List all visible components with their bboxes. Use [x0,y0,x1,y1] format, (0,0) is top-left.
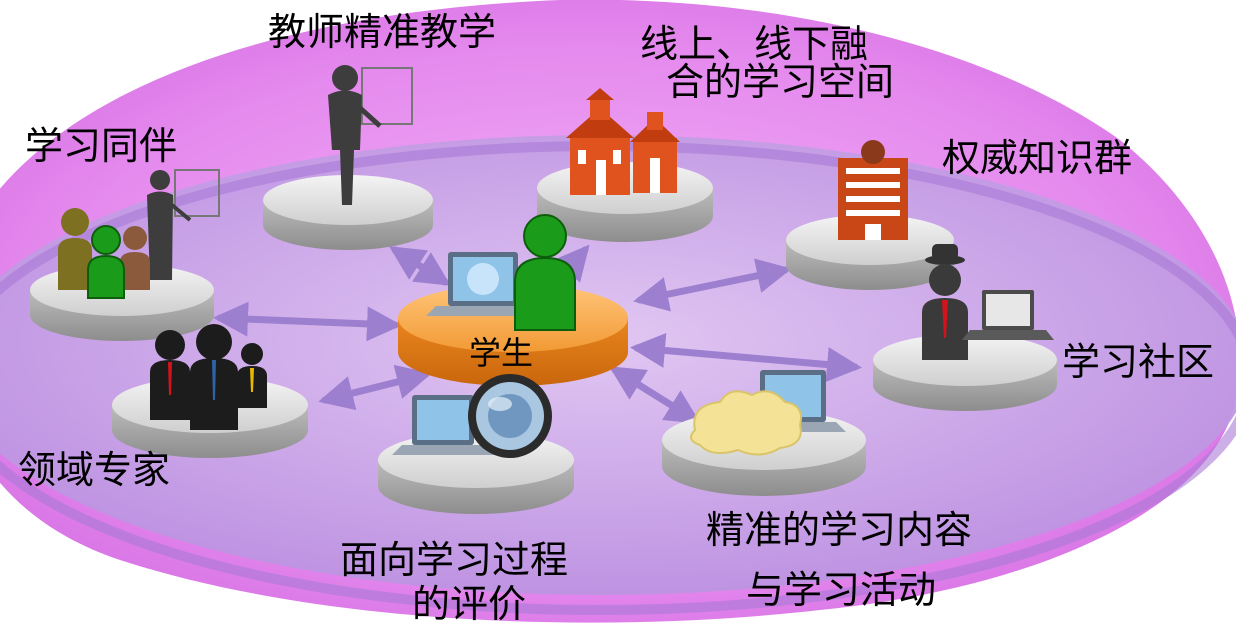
teacher-icon [328,65,413,205]
space-label-line1: 线上、线下融 [640,22,869,66]
peers-label: 学习同伴 [25,124,178,168]
teacher-label: 教师精准教学 [268,10,497,54]
content-label-line2: 与学习活动 [746,568,937,612]
student-icon [514,214,576,331]
center-laptop-icon [426,252,540,316]
content-label-line1: 精准的学习内容 [706,508,973,552]
peers-icon [58,169,220,299]
community-label: 学习社区 [1062,340,1215,384]
community-icon [922,244,1054,360]
space-label-line2: 合的学习空间 [666,60,895,104]
school-icon [566,88,680,195]
evaluation-label-line2: 的评价 [412,582,527,626]
experts-icon [150,324,267,430]
authority-label: 权威知识群 [942,136,1133,180]
evaluation-platform [378,432,574,514]
center-label: 学生 [469,334,534,372]
experts-label: 领域专家 [18,448,171,492]
evaluation-label-line1: 面向学习过程 [340,538,569,582]
evaluation-icon [392,374,552,458]
content-icon [690,370,846,456]
authority-building-icon [838,140,908,240]
